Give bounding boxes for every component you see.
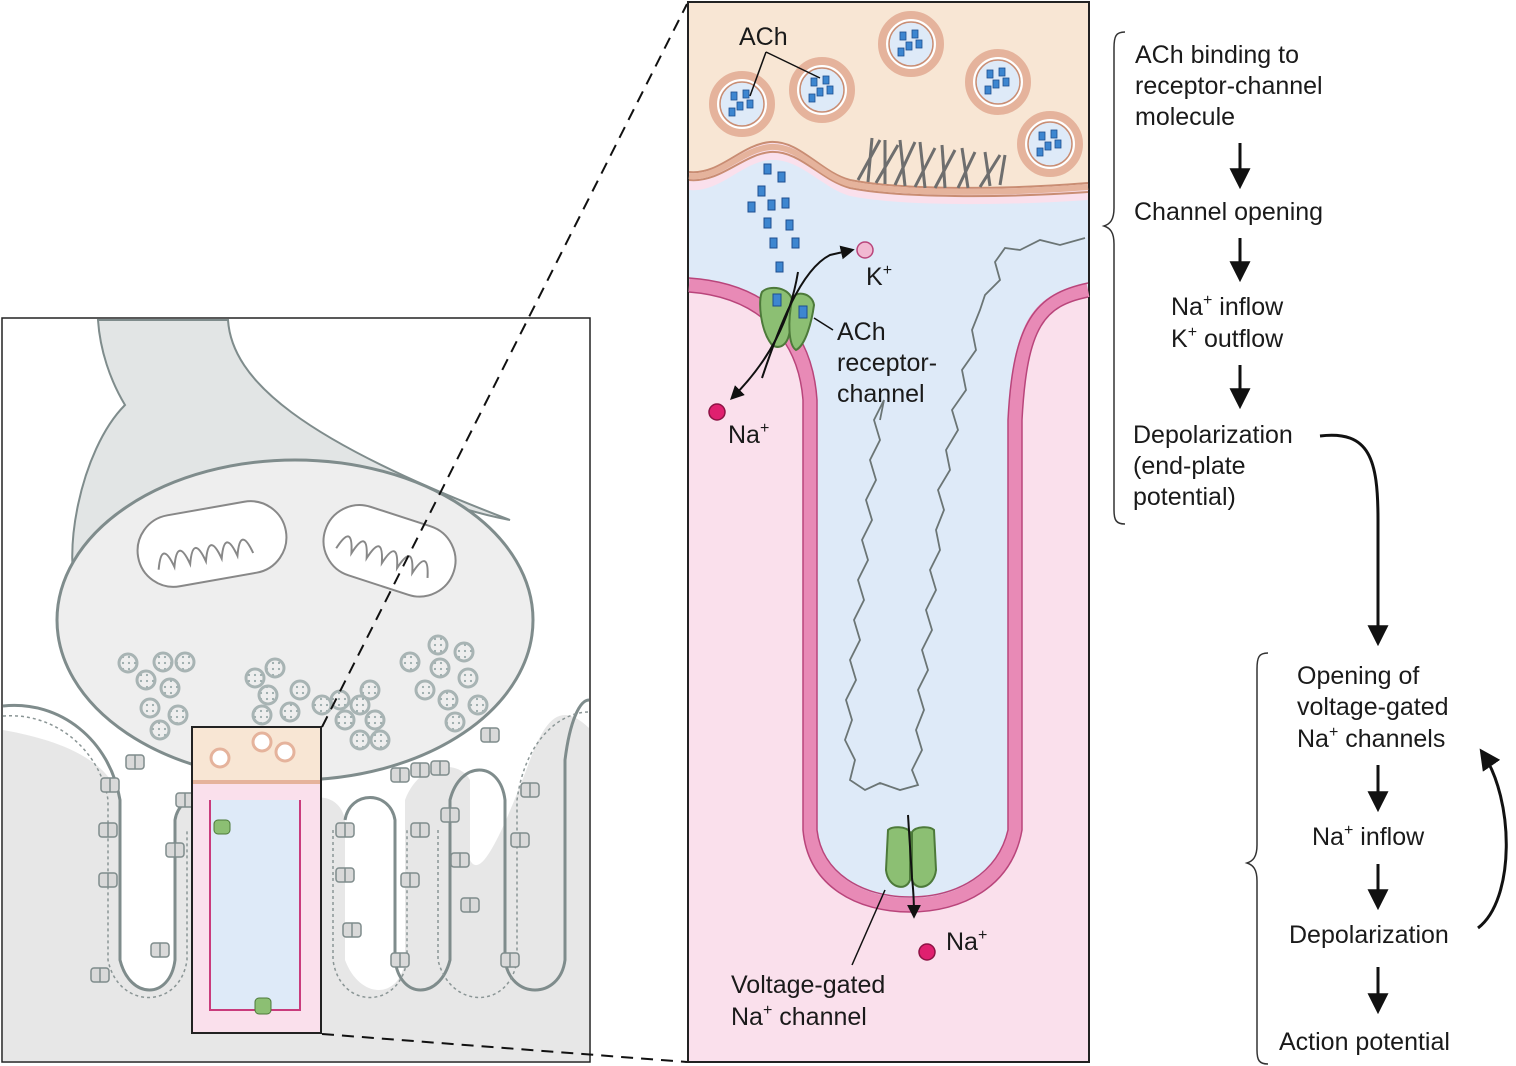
flow-bottom-step1-line3: Na+ channels (1297, 724, 1445, 753)
bracket-bottom (1244, 652, 1269, 1065)
ach-leader-1 (749, 51, 767, 97)
zoom-line-bottom (321, 1033, 688, 1063)
feedback-loop-arrow (1477, 748, 1508, 930)
bracket-top (1101, 31, 1126, 525)
flow-top-step3-line1: Na+ inflow (1171, 292, 1284, 321)
presynaptic-terminal (689, 3, 1088, 188)
flow-bottom-step1-line2: voltage-gated (1297, 693, 1449, 721)
ach-label: ACh (739, 23, 788, 51)
overview-panel (1, 317, 591, 1063)
receptor-label-2: receptor- (837, 349, 937, 377)
k-outflow-arrow (761, 245, 855, 379)
zoom-vesicles (709, 11, 1083, 177)
active-zone (856, 137, 1007, 189)
flow-top-step4-line1: Depolarization (1133, 421, 1293, 449)
flow-top-step4-line2: (end-plate (1133, 452, 1246, 480)
vg-channel-label-1: Voltage-gated (731, 971, 885, 999)
basal-lamina (844, 237, 1086, 792)
flow-bottom-step3: Depolarization (1289, 921, 1449, 949)
flow-top-step2: Channel opening (1134, 198, 1323, 226)
presynaptic-membrane (688, 140, 1089, 189)
flow-bottom-step2: Na+ inflow (1312, 822, 1425, 851)
synaptic-cleft (689, 159, 1088, 905)
receptor-leader (813, 317, 834, 331)
ach-receptor-channel (759, 286, 816, 352)
zoom-line-top (321, 3, 688, 728)
flow-top-step1-line3: molecule (1135, 103, 1235, 131)
vg-channel-label-2: Na+ channel (731, 1002, 867, 1031)
na-ion-lower (918, 943, 936, 961)
voltage-gated-na-channel (884, 826, 938, 888)
vg-leader (851, 889, 886, 966)
zoom-panel: ACh K+ ACh receptor- channel Na+ Na+ Vol… (687, 1, 1090, 1063)
receptor-label-3: channel (837, 380, 925, 408)
mitochondrion-left (136, 500, 288, 588)
ach-leader-2 (765, 51, 821, 79)
flow-top-step1-line1: ACh binding to (1135, 41, 1299, 69)
k-ion (856, 241, 874, 259)
flow-top-step4-line3: potential) (1133, 483, 1236, 511)
k-label: K+ (866, 262, 892, 291)
flow-top-step3-line2: K+ outflow (1171, 324, 1284, 353)
synaptic-vesicles (117, 634, 489, 751)
na-ion-upper (708, 403, 726, 421)
released-ach (747, 163, 800, 273)
na-label-upper: Na+ (728, 420, 769, 449)
flow-top-step1-line2: receptor-channel (1135, 72, 1323, 100)
receptor-label-1: ACh (837, 318, 886, 346)
flow-connector-arrow (1319, 433, 1389, 647)
flow-bottom-step1-line1: Opening of (1297, 662, 1419, 690)
vg-na-inflow-arrow (906, 814, 921, 919)
flow-bottom-step4: Action potential (1279, 1028, 1450, 1056)
flowchart: ACh binding to receptor-channel molecule… (1101, 31, 1508, 1065)
na-inflow-arrow (730, 271, 799, 400)
membrane-channels (90, 727, 540, 1010)
na-label-lower: Na+ (946, 927, 987, 956)
